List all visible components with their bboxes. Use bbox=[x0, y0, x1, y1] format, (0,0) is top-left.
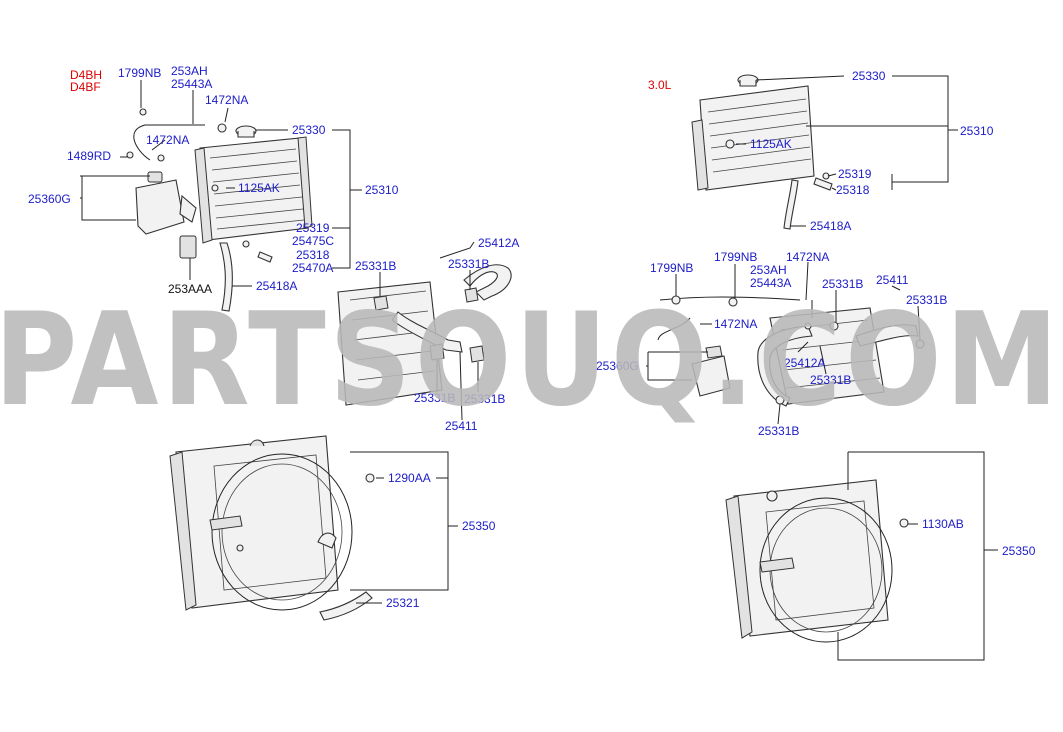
part-25412a-link[interactable]: 25412A bbox=[478, 236, 519, 250]
part-25418a-right-link[interactable]: 25418A bbox=[810, 219, 851, 233]
part-1489rd-link[interactable]: 1489RD bbox=[67, 149, 111, 163]
left-group-labels: D4BH D4BF 1799NB 253AH 25443A 1472NA 147… bbox=[28, 64, 519, 610]
right-group-labels: 3.0L 25330 25310 1125AK 25319 25318 2541… bbox=[596, 69, 1036, 558]
right-radiator-drawing bbox=[691, 74, 833, 230]
engine-3-0l-label: 3.0L bbox=[648, 78, 672, 92]
part-1125ak-right-link[interactable]: 1125AK bbox=[750, 137, 792, 151]
part-25331b-2-link[interactable]: 25331B bbox=[448, 257, 489, 271]
callout-lines bbox=[80, 75, 998, 661]
part-1472na-mid-link[interactable]: 1472NA bbox=[146, 133, 189, 147]
part-25443a-link[interactable]: 25443A bbox=[171, 77, 212, 91]
part-25310-link[interactable]: 25310 bbox=[365, 183, 399, 197]
part-25310-right-link[interactable]: 25310 bbox=[960, 124, 994, 138]
part-1290aa-link[interactable]: 1290AA bbox=[388, 471, 431, 485]
part-1799nb-a-link[interactable]: 1799NB bbox=[650, 261, 693, 275]
part-1125ak-link[interactable]: 1125AK bbox=[238, 181, 280, 195]
part-25330-right-link[interactable]: 25330 bbox=[852, 69, 886, 83]
part-25411-link[interactable]: 25411 bbox=[445, 419, 478, 433]
part-25418a-link[interactable]: 25418A bbox=[256, 279, 297, 293]
part-1472na-top-link[interactable]: 1472NA bbox=[205, 93, 248, 107]
part-253aaa-label[interactable]: 253AAA bbox=[168, 282, 212, 296]
part-1799nb-b-link[interactable]: 1799NB bbox=[714, 250, 757, 264]
left-hoses-drawing bbox=[337, 264, 512, 406]
part-253ah-right-link[interactable]: 253AH bbox=[750, 263, 787, 277]
left-shroud-drawing bbox=[169, 435, 375, 621]
part-25330-link[interactable]: 25330 bbox=[292, 123, 326, 137]
part-1130ab-link[interactable]: 1130AB bbox=[922, 517, 964, 531]
part-1472na-b-link[interactable]: 1472NA bbox=[714, 317, 757, 331]
part-1799nb-link[interactable]: 1799NB bbox=[118, 66, 161, 80]
part-253ah-link[interactable]: 253AH bbox=[171, 64, 208, 78]
part-25443a-right-link[interactable]: 25443A bbox=[750, 276, 791, 290]
engine-d4bf-label: D4BF bbox=[70, 80, 101, 94]
part-25331b-b-link[interactable]: 25331B bbox=[906, 293, 947, 307]
part-25331b-a-link[interactable]: 25331B bbox=[822, 277, 863, 291]
part-25470a-link[interactable]: 25470A bbox=[292, 261, 333, 275]
left-radiator-drawing bbox=[126, 108, 313, 312]
part-25319-right-link[interactable]: 25319 bbox=[838, 167, 872, 181]
watermark-text: PARTSOUQ.COM bbox=[0, 286, 1062, 435]
part-25350-right-link[interactable]: 25350 bbox=[1002, 544, 1036, 558]
part-25350-left-link[interactable]: 25350 bbox=[462, 519, 496, 533]
part-25331b-c-link[interactable]: 25331B bbox=[810, 373, 851, 387]
part-25321-link[interactable]: 25321 bbox=[386, 596, 420, 610]
part-25475c-link[interactable]: 25475C bbox=[292, 234, 334, 248]
part-25318-link[interactable]: 25318 bbox=[296, 248, 330, 262]
part-25331b-4-link[interactable]: 25331B bbox=[464, 392, 505, 406]
part-25411-right-link[interactable]: 25411 bbox=[876, 273, 909, 287]
part-25319-link[interactable]: 25319 bbox=[296, 221, 330, 235]
part-25318-right-link[interactable]: 25318 bbox=[836, 183, 870, 197]
part-25331b-3-link[interactable]: 25331B bbox=[414, 391, 455, 405]
right-shroud-drawing bbox=[725, 479, 909, 643]
part-25412a-right-link[interactable]: 25412A bbox=[784, 356, 825, 370]
part-25360g-right-link[interactable]: 25360G bbox=[596, 359, 639, 373]
part-25360g-link[interactable]: 25360G bbox=[28, 192, 71, 206]
right-hoses-drawing bbox=[657, 295, 925, 407]
part-1472na-a-link[interactable]: 1472NA bbox=[786, 250, 829, 264]
engine-d4bh-label: D4BH bbox=[70, 68, 102, 82]
part-25331b-1-link[interactable]: 25331B bbox=[355, 259, 396, 273]
part-25331b-d-link[interactable]: 25331B bbox=[758, 424, 799, 438]
